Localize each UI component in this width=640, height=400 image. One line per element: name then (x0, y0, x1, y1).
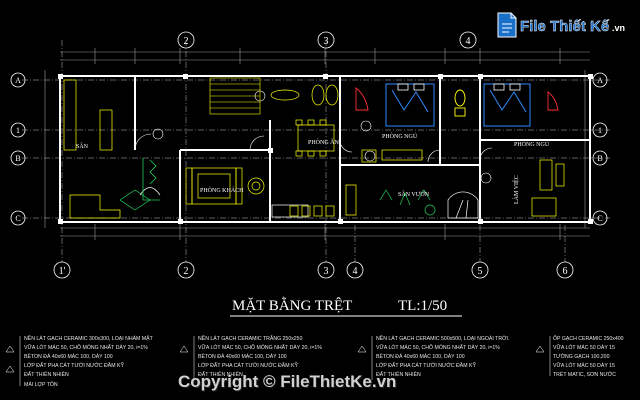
note-line: VỮA LÓT MÁC 50, CHỖ MỎNG NHẤT DÀY 20, i=… (24, 344, 148, 351)
level-markers (152, 90, 492, 184)
garden-plants (379, 189, 436, 216)
room-label-phong-ngu-1: PHÒNG NGỦ (382, 132, 418, 140)
note-line: VỮA LÓT MÁC 50 DÀY 15 (553, 344, 615, 351)
note-line: NỀN LÁT GẠCH CERAMIC TRẮNG 250x250 (198, 334, 303, 342)
grid-label: 4 (466, 36, 471, 47)
notes-block-3: NỀN LÁT GẠCH CERAMIC 500x500, LOẠI NGOÀI… (357, 335, 509, 380)
grid-label-bottom: 3 (324, 266, 329, 277)
note-line: MÁI LỢP TÔN (24, 381, 58, 388)
room-label-san-vuon: SÂN VƯỜN (398, 190, 430, 198)
note-line: LỚP ĐẤT PHA CÁT TƯỚI NƯỚC ĐẦM KỸ (24, 362, 124, 369)
grid-label-side: C (597, 214, 602, 223)
room-label-phong-an: PHÒNG ĂN (308, 138, 340, 146)
living-room-furniture (185, 167, 309, 218)
dining-room-furniture (295, 119, 335, 157)
note-line: BÊTON ĐÁ 40x60 MÁC 100, DÀY 100 (24, 352, 113, 360)
note-line: VỮA LÓT MÁC 50, CHỖ MỎNG NHẤT DÀY 20, i=… (376, 344, 500, 351)
work-area-furniture (531, 159, 565, 217)
watermark-brand: File Thiết Kế (520, 18, 610, 35)
note-line: ỐP GẠCH CERAMIC 250x400 (553, 335, 624, 342)
note-line: ĐẤT THIÊN NHIÊN (198, 370, 243, 378)
note-line: ĐẤT THIÊN NHIÊN (376, 370, 421, 378)
grid-label-bottom: 5 (478, 266, 483, 277)
walls (59, 75, 591, 223)
grid-label-side: C (15, 214, 20, 223)
room-label-san: SÂN (76, 142, 89, 150)
door-swings (134, 133, 493, 163)
bed-1 (385, 83, 435, 127)
grid-label: 3 (324, 36, 329, 47)
grid-label-bottom: 2 (184, 266, 189, 277)
watermark-domain: .vn (612, 23, 625, 33)
note-line: TƯỜNG GẠCH 100,200 (553, 353, 610, 360)
note-line: BÊTON ĐÁ 40x60 MÁC 100, DÀY 100 (198, 352, 287, 360)
grid-label-side: 1 (16, 126, 20, 135)
grid-label-bottom: 1' (59, 266, 66, 277)
note-line: TRÉT MATIC, SƠN NƯỚC (553, 371, 616, 378)
grid-bubbles-bottom (53, 261, 574, 279)
room-label-phong-khach: PHÒNG KHÁCH (200, 186, 244, 194)
note-line: VỮA LÓT MÁC 50, CHỖ MỎNG NHẤT DÀY 20, i=… (198, 344, 322, 351)
room-label-lam-viec: LÀM VIỆC (512, 175, 520, 204)
watermark-logo: File Thiết Kế .vn (497, 12, 625, 38)
notes-block-2: NỀN LÁT GẠCH CERAMIC TRẮNG 250x250 VỮA L… (179, 334, 322, 380)
note-line: NỀN LÁT GẠCH CERAMIC 300x300, LOẠI NHÁM … (24, 335, 154, 342)
file-icon (497, 12, 517, 38)
room-label-phong-ngu-2: PHÒNG NGỦ (514, 140, 550, 148)
grid-label-side: B (15, 154, 20, 163)
bed-2 (483, 83, 531, 127)
grid-bubble-top-1: 2 (177, 31, 195, 49)
drawing-scale: TL:1/50 (398, 298, 447, 314)
bathroom-fixtures (355, 87, 466, 117)
grid-label-side: B (597, 154, 602, 163)
note-line: LỚP ĐẤT PHA CÁT TƯỚI NƯỚC ĐẦM KỸ (376, 362, 476, 369)
columns (58, 74, 593, 224)
grid-label-bottom: 6 (563, 266, 568, 277)
drawing-title: MẶT BẰNG TRỆT (232, 297, 352, 314)
grid-bubble-top-3: 4 (459, 31, 477, 49)
grid-label-bottom: 4 (353, 266, 358, 277)
watermark-copyright: Copyright © FileThietKe.vn (178, 372, 397, 391)
red-fixture-right (547, 91, 559, 111)
dimension-ticks (94, 48, 561, 240)
grid-label-side: A (15, 76, 21, 85)
grid-label-side: 1 (598, 126, 602, 135)
note-line: LỚP ĐẤT PHA CÁT TƯỚI NƯỚC ĐẦM KỸ (198, 362, 298, 369)
notes-block-4: ỐP GẠCH CERAMIC 250x400 VỮA LÓT MÁC 50 D… (535, 335, 624, 378)
grid-label: 2 (184, 36, 189, 47)
note-line: VỮA LÓT MÁC 50 DÀY 15 (553, 362, 615, 369)
kitchen-fixtures (289, 184, 357, 217)
bedroom-1-furniture (361, 149, 423, 163)
stair-hatch (209, 77, 261, 115)
note-line: BÊTON ĐÁ 40x60 MÁC 100, DÀY 100 (376, 352, 465, 360)
stair-symbol (142, 158, 160, 201)
spiral-stair (447, 191, 479, 219)
grid-bubble-top-2: 3 (317, 31, 335, 49)
note-line: ĐẤT THIÊN NHIÊN (24, 370, 69, 378)
note-line: NỀN LÁT GẠCH CERAMIC 500x500, LOẠI NGOÀI… (376, 335, 509, 342)
grid-bubbles-side (10, 72, 608, 226)
grid-label-side: A (597, 76, 603, 85)
motorbikes (270, 84, 339, 106)
notes-block-1: NỀN LÁT GẠCH CERAMIC 300x300, LOẠI NHÁM … (5, 335, 154, 388)
